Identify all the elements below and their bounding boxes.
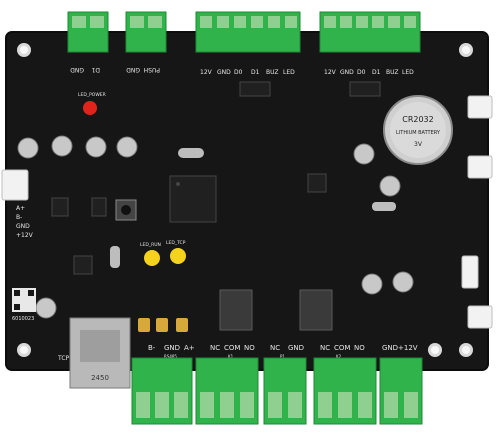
mounting-holes [17,43,473,357]
led-power-label: LED_POWER [78,92,106,98]
tantalum-capacitors [138,318,188,332]
mcu-chip [169,175,217,223]
terminal-label-push: PUSH [144,66,160,73]
battery-model: CR2032 [402,115,434,124]
terminal-label-12v: 12V [324,69,337,76]
terminal-label-led: LED [283,69,295,76]
terminal-gnd-push: GND PUSH [125,11,167,73]
terminal-gnd-d1: GND D1 [67,11,109,73]
terminal-label-a-plus: A+ [184,344,195,352]
left-pin-labels: A+ B- GND +12V [16,205,34,239]
terminal-sub-rs485: RS485 [164,354,177,359]
terminal-label-no: NO [354,344,365,352]
terminal-label-led: LED [402,69,414,76]
terminal-label-gnd: GND [164,344,180,352]
terminal-label-d1: D1 [91,66,100,73]
battery-voltage: 3V [414,141,423,148]
terminal-reader1: 12V GND D0 D1 BUZ LED [195,11,301,76]
crystals [110,148,396,268]
led-run: LED_RUN [140,242,161,266]
tcp-label: TCP [57,355,70,362]
relays [219,289,333,331]
led-power: LED_POWER [78,92,106,115]
terminal-label-gnd: GND [217,69,231,76]
terminal-sub-p1: P1 [280,354,285,359]
terminal-label-d0: D0 [357,69,366,76]
terminal-label-d1: D1 [372,69,381,76]
pin-label-12v: +12V [16,232,34,239]
terminal-label-12v: +12V [398,344,418,352]
terminal-label-nc: NC [320,344,330,352]
left-white-connector [1,169,29,201]
led-tcp-label: LED_TCP [166,240,186,246]
led-tcp: LED_TCP [166,240,186,264]
qr-code-text: 6010023 [12,316,34,322]
terminal-label-buz: BUZ [266,69,279,76]
pin-label-a-plus: A+ [16,205,25,212]
smd-ics [51,81,381,275]
tact-switch-knob [121,205,131,215]
terminal-label-gnd: GND [288,344,304,352]
terminal-reader2: 12V GND D0 D1 BUZ LED [319,11,421,76]
terminal-label-d0: D0 [234,69,243,76]
terminal-label-12v: 12V [200,69,213,76]
led-run-label: LED_RUN [140,242,161,248]
ethernet-jack-label: 2450 [91,374,109,382]
terminal-label-gnd: GND [382,344,398,352]
terminal-sensor: NC GND P1 [263,344,307,425]
coin-cell-battery: CR2032 LITHIUM BATTERY 3V [383,95,453,165]
terminal-label-nc: NC [210,344,220,352]
terminal-label-gnd: GND [70,66,84,73]
terminal-power: GND +12V [379,344,423,425]
battery-type: LITHIUM BATTERY [396,130,441,136]
pin-label-b-minus: B- [16,214,22,221]
electrolytic-capacitors [17,135,414,319]
terminal-rs485: B- GND A+ RS485 [131,344,195,425]
terminal-label-buz: BUZ [386,69,399,76]
terminal-label-no: NO [244,344,255,352]
terminal-label-b-minus: B- [148,344,156,352]
terminal-label-d1: D1 [251,69,260,76]
terminal-sub-k1: K1 [228,354,234,359]
terminal-label-com: COM [334,344,350,352]
ethernet-jack: 2450 [69,317,131,389]
terminal-sub-k2: K2 [336,354,342,359]
qr-code: 6010023 [12,288,36,322]
terminal-relay2: NC COM NO K2 [313,344,377,425]
terminal-label-com: COM [224,344,240,352]
right-connectors [461,95,493,329]
terminal-label-nc: NC [270,344,280,352]
pin-label-gnd: GND [16,223,30,230]
terminal-relay1: NC COM NO K1 [195,344,259,425]
terminal-label-gnd: GND [126,66,140,73]
terminal-label-gnd: GND [340,69,354,76]
